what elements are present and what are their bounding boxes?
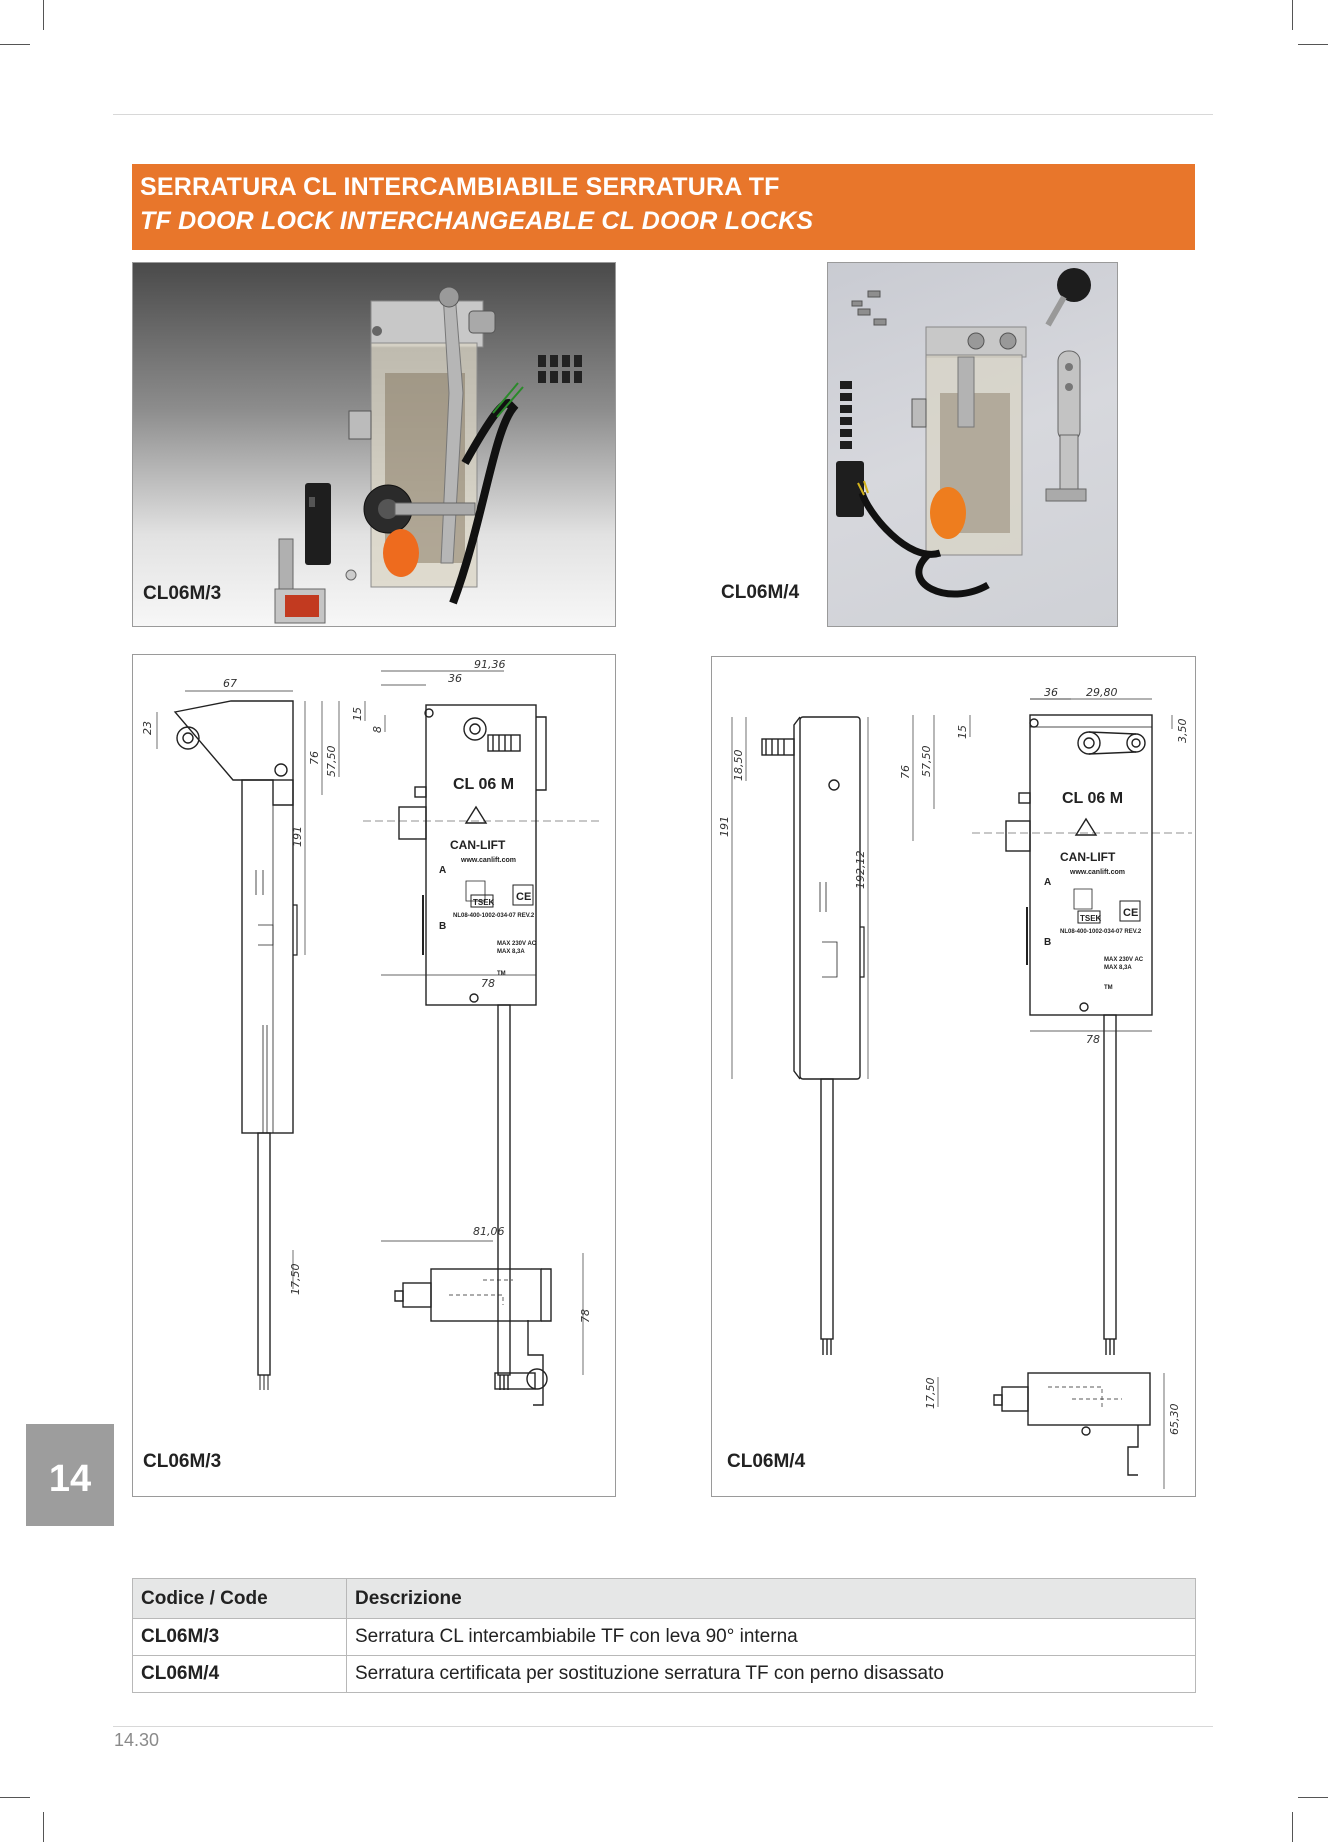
dim-label: 17,50 [924, 1378, 937, 1410]
dim-label: 15 [351, 707, 364, 721]
table-cell-code: CL06M/3 [132, 1618, 347, 1656]
section-title-it: SERRATURA CL INTERCAMBIABILE SERRATURA T… [140, 173, 780, 201]
technical-drawing-cl06m3: 67 23 191 76 57,50 15 8 91,36 36 78 81,0… [141, 658, 603, 1406]
table-header-description: Descrizione [346, 1578, 1196, 1619]
table-row: CL06M/3 Serratura CL intercambiabile TF … [132, 1618, 1196, 1656]
product-code-table: Codice / Code Descrizione CL06M/3 Serrat… [132, 1578, 1196, 1693]
drawing-panel-cl06m4: 18,50 191 192,12 76 57,50 15 36 29,80 3,… [711, 656, 1196, 1497]
chapter-number: 14 [48, 1458, 92, 1500]
dim-label: 57,50 [920, 746, 933, 778]
dim-label: 76 [899, 765, 912, 779]
dim-label: 17,50 [289, 1264, 302, 1296]
section-title-en: TF DOOR LOCK INTERCHANGEABLE CL DOOR LOC… [140, 207, 814, 235]
photo-caption: CL06M/4 [721, 582, 800, 603]
dim-label: 36 [448, 672, 462, 685]
table-cell-description: Serratura CL intercambiabile TF con leva… [346, 1618, 1196, 1656]
brand-logo-icon [464, 805, 488, 824]
brand-name: CAN-LIFT [450, 838, 506, 852]
photo-caption: CL06M/3 [143, 583, 222, 604]
product-photo-cl06m3: CL06M/3 [132, 262, 616, 627]
dim-label: 18,50 [732, 750, 745, 782]
terminal-a: A [439, 865, 446, 876]
dim-label: 29,80 [1086, 686, 1118, 699]
dim-label: 192,12 [854, 851, 867, 890]
rating-current: MAX 8,3A [1104, 965, 1132, 971]
ce-mark: CE [516, 891, 531, 903]
dim-label: 76 [308, 751, 321, 765]
product-photo-cl06m4 [827, 262, 1118, 627]
dim-label: 57,50 [325, 746, 338, 778]
dim-label: 78 [579, 1309, 592, 1323]
table-header-row: Codice / Code Descrizione [132, 1578, 1196, 1619]
brand-name: CAN-LIFT [1060, 850, 1116, 864]
dim-label: 191 [718, 816, 731, 837]
approval-mark: TSEK [473, 898, 495, 907]
chapter-tab: 14 [26, 1424, 114, 1526]
device-label: CL 06 M [453, 776, 514, 793]
crop-mark [1292, 1812, 1293, 1842]
dim-label: 81,06 [473, 1225, 505, 1238]
crop-mark [43, 0, 44, 30]
dim-label: 8 [371, 726, 384, 733]
dim-label: 78 [481, 977, 495, 990]
dim-label: 78 [1086, 1033, 1100, 1046]
drawing-panel-cl06m3: 67 23 191 76 57,50 15 8 91,36 36 78 81,0… [132, 654, 616, 1497]
dim-label: 23 [141, 721, 154, 735]
terminal-b: B [439, 921, 446, 932]
table-cell-code: CL06M/4 [132, 1655, 347, 1693]
dim-label: 15 [956, 725, 969, 739]
ce-mark: CE [1123, 907, 1138, 919]
dim-label: 65,30 [1168, 1404, 1181, 1436]
table-cell-description: Serratura certificata per sostituzione s… [346, 1655, 1196, 1693]
rating-voltage: MAX 230V AC [1104, 957, 1144, 963]
dim-label: 3,50 [1176, 719, 1189, 744]
terminal-b: B [1044, 937, 1051, 948]
rating-current: MAX 8,3A [497, 949, 525, 955]
crop-mark [1298, 44, 1328, 45]
dim-label: 36 [1044, 686, 1058, 699]
drawing-caption: CL06M/3 [143, 1451, 222, 1472]
dim-label: 67 [223, 677, 237, 690]
brand-website: www.canlift.com [1069, 869, 1125, 876]
dim-label: 91,36 [474, 658, 506, 671]
drawing-caption: CL06M/4 [727, 1451, 806, 1472]
device-label: CL 06 M [1062, 790, 1123, 807]
table-row: CL06M/4 Serratura certificata per sostit… [132, 1655, 1196, 1693]
terminal-a: A [1044, 877, 1051, 888]
top-rule [113, 114, 1213, 115]
brand-logo-icon [1074, 817, 1098, 836]
cert-code: NL08-400-1002-034-07 REV.2 [453, 913, 535, 919]
trademark: TM [1104, 985, 1113, 991]
section-banner: SERRATURA CL INTERCAMBIABILE SERRATURA T… [132, 164, 1195, 250]
technical-drawing-cl06m4: 18,50 191 192,12 76 57,50 15 36 29,80 3,… [718, 686, 1192, 1489]
bottom-rule [113, 1726, 1213, 1727]
crop-mark [43, 1812, 44, 1842]
brand-website: www.canlift.com [460, 857, 516, 864]
table-header-code: Codice / Code [132, 1578, 347, 1619]
page-number: 14.30 [114, 1730, 160, 1750]
crop-mark [0, 1797, 30, 1798]
crop-mark [1298, 1797, 1328, 1798]
crop-mark [1292, 0, 1293, 30]
crop-mark [0, 44, 30, 45]
rating-voltage: MAX 230V AC [497, 941, 537, 947]
trademark: TM [497, 971, 506, 977]
cert-code: NL08-400-1002-034-07 REV.2 [1060, 929, 1142, 935]
approval-mark: TSEK [1080, 914, 1102, 923]
dim-label: 191 [291, 826, 304, 847]
